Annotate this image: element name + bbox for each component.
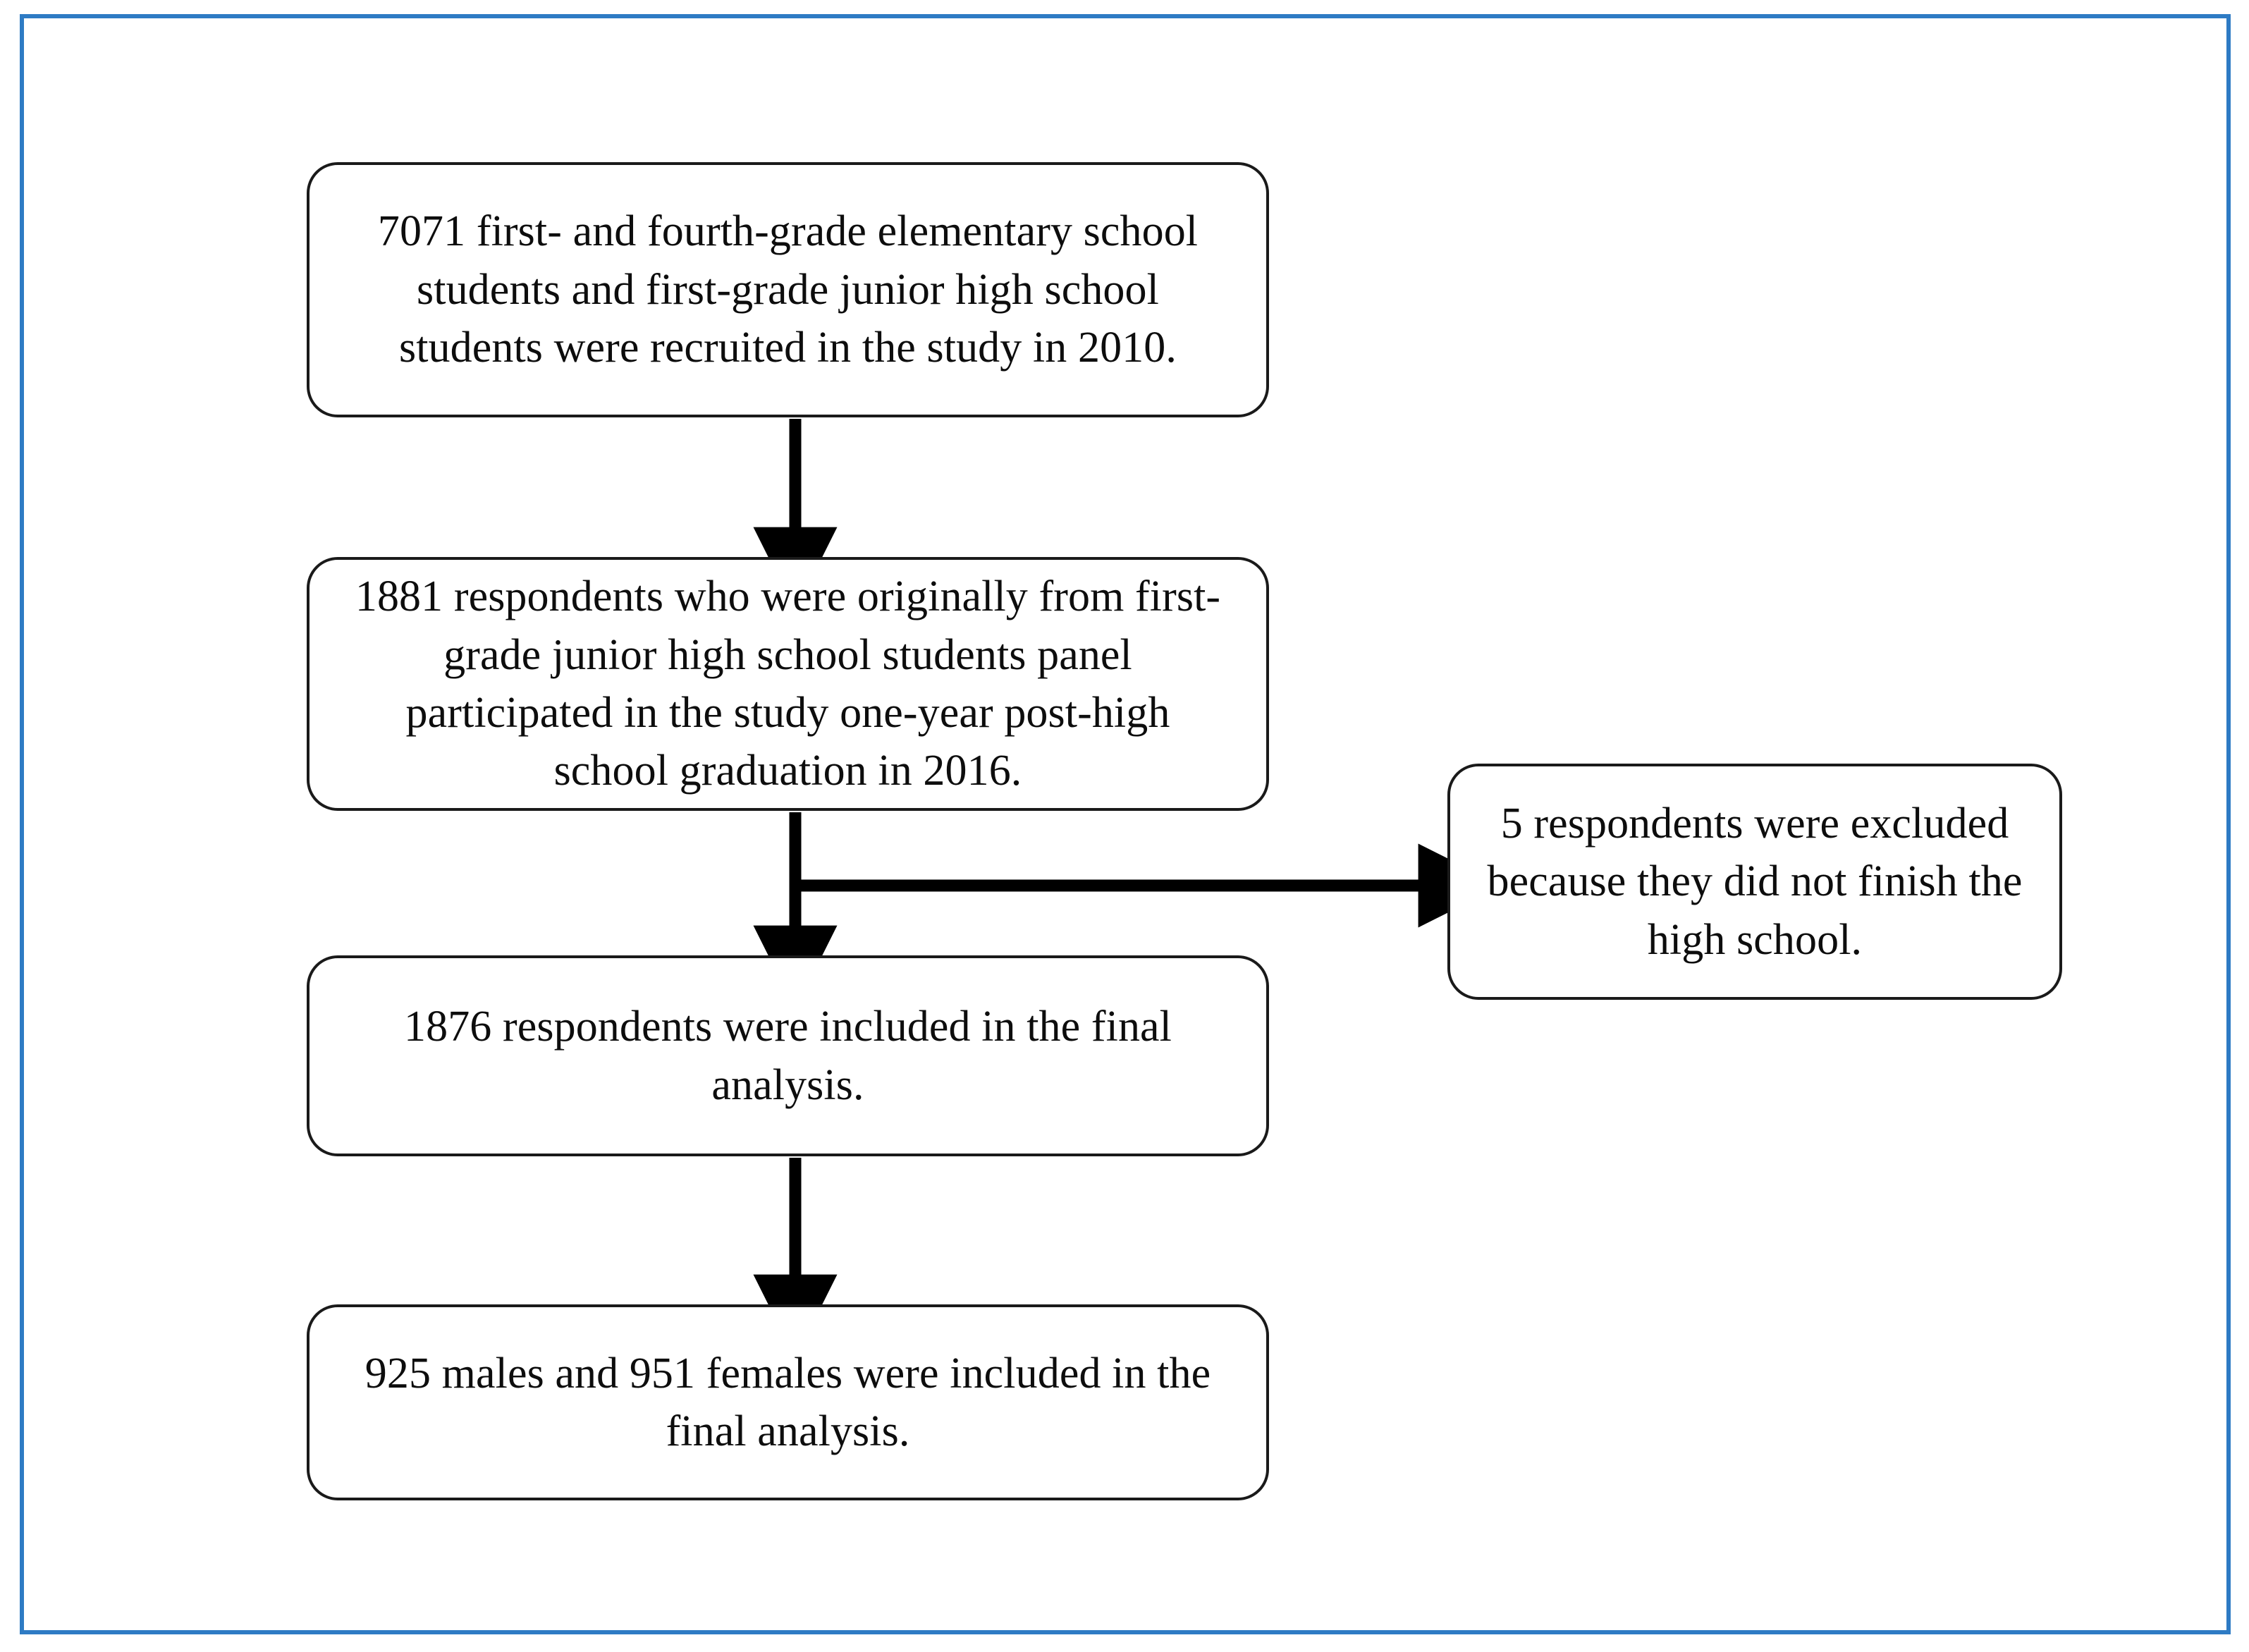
flow-node-recruited-label: 7071 first- and fourth-grade elementary … bbox=[377, 207, 1199, 372]
flow-node-excluded: 5 respondents were excluded because they… bbox=[1447, 764, 2062, 1000]
flow-node-bysex: 925 males and 951 females were included … bbox=[307, 1304, 1269, 1500]
flow-node-included-label: 1876 respondents were included in the fi… bbox=[404, 1003, 1172, 1109]
flow-node-included: 1876 respondents were included in the fi… bbox=[307, 955, 1269, 1156]
flow-node-recruited: 7071 first- and fourth-grade elementary … bbox=[307, 162, 1269, 417]
flow-node-followup-label: 1881 respondents who were originally fro… bbox=[355, 573, 1221, 795]
flow-node-excluded-label: 5 respondents were excluded because they… bbox=[1487, 799, 2023, 964]
flow-node-followup: 1881 respondents who were originally fro… bbox=[307, 557, 1269, 811]
flow-node-bysex-label: 925 males and 951 females were included … bbox=[364, 1349, 1211, 1455]
